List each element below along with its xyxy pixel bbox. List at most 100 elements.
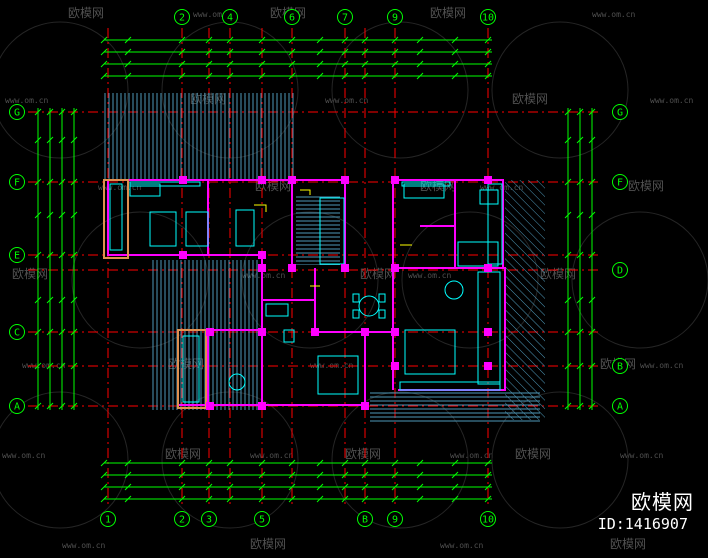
window-balcony-1 — [109, 183, 123, 251]
axis-bubble-circle — [357, 511, 373, 527]
dim-tick — [58, 402, 66, 410]
axis-label: F — [14, 178, 20, 189]
dim-tick — [361, 48, 369, 56]
axis-bubble-circle — [254, 511, 270, 527]
dim-tick — [391, 72, 399, 80]
watermark-logo: 欧模网 — [540, 267, 576, 281]
dim-tick — [46, 296, 54, 304]
dim-tick — [70, 178, 78, 186]
window-right-3 — [487, 183, 503, 265]
balcony-north-west — [103, 179, 129, 259]
dim-tick — [226, 48, 234, 56]
axis-label: E — [14, 251, 20, 262]
column-marker — [341, 264, 349, 272]
chair-3 — [352, 309, 360, 319]
dim-tick — [416, 459, 424, 467]
dim-tick — [288, 48, 296, 56]
watermark-logo: 欧模网 — [628, 179, 664, 193]
column-marker — [361, 402, 369, 410]
dim-tick — [124, 483, 132, 491]
axis-bubble-circle — [174, 9, 190, 25]
column-marker — [258, 251, 266, 259]
axis-label: G — [617, 108, 623, 119]
dim-tick — [416, 495, 424, 503]
dim-tick — [341, 471, 349, 479]
axis-label: 9 — [392, 13, 398, 24]
column-marker — [258, 328, 266, 336]
dim-tick — [124, 459, 132, 467]
roof-hatch-right-strip — [505, 180, 545, 420]
window-balcony-2 — [182, 335, 200, 403]
dim-tick — [484, 72, 492, 80]
axis-bubble-circle — [9, 104, 25, 120]
chair-2 — [378, 293, 386, 303]
dim-tick — [34, 211, 42, 219]
watermark-logo: 欧模网 — [515, 447, 551, 461]
roof-hatch-top-left — [103, 93, 295, 179]
dim-tick — [484, 48, 492, 56]
dim-tick — [564, 402, 572, 410]
axis-label: 7 — [342, 13, 348, 24]
armchair-1 — [444, 280, 464, 300]
axis-label: 5 — [259, 515, 265, 526]
dim-tick — [100, 36, 108, 44]
door-swings — [254, 189, 412, 287]
dim-tick — [391, 483, 399, 491]
column-marker — [179, 251, 187, 259]
dim-tick — [58, 136, 66, 144]
axis-bubble-circle — [222, 9, 238, 25]
axis-label: F — [617, 178, 623, 189]
axis-bubble-circle — [480, 511, 496, 527]
watermark-url: www.om.cn — [2, 451, 46, 460]
watermark-url: www.om.cn — [640, 361, 684, 370]
column-marker — [391, 362, 399, 370]
dim-tick — [316, 483, 324, 491]
column-marker — [206, 402, 214, 410]
axis-label: 2 — [179, 13, 185, 24]
dim-tick — [34, 328, 42, 336]
dim-tick — [391, 36, 399, 44]
axis-label: D — [617, 266, 623, 277]
dining-table — [358, 295, 380, 317]
dim-tick — [178, 48, 186, 56]
dim-tick — [391, 495, 399, 503]
column-marker — [206, 328, 214, 336]
dim-tick — [205, 60, 213, 68]
dim-tick — [258, 483, 266, 491]
dim-tick — [124, 471, 132, 479]
axis-label: 10 — [482, 515, 494, 526]
watermark-logo: 欧模网 — [345, 447, 381, 461]
balcony-south-west — [177, 329, 207, 409]
watermark-logo: 欧模网 — [68, 6, 104, 20]
dim-tick — [391, 471, 399, 479]
dim-tick — [178, 36, 186, 44]
dim-tick — [226, 36, 234, 44]
axis-bubble-circle — [612, 104, 628, 120]
axis-bubble-circle — [337, 9, 353, 25]
axis-label: 10 — [482, 13, 494, 24]
dim-tick — [564, 108, 572, 116]
dim-tick — [451, 483, 459, 491]
column-marker — [391, 176, 399, 184]
dim-tick — [361, 36, 369, 44]
dim-tick — [70, 108, 78, 116]
dim-tick — [226, 459, 234, 467]
dim-tick — [124, 60, 132, 68]
dim-tick — [58, 108, 66, 116]
column-marker — [288, 264, 296, 272]
dim-tick — [58, 211, 66, 219]
watermark-logo: 欧模网 — [430, 6, 466, 20]
door-swing-2 — [300, 189, 311, 195]
watermark-url: www.om.cn — [440, 541, 484, 550]
dim-tick — [226, 483, 234, 491]
dim-tick — [178, 72, 186, 80]
watermark-url: www.om.cn — [325, 96, 369, 105]
watermark-url: www.om.cn — [650, 96, 694, 105]
dim-tick — [391, 48, 399, 56]
toilet-1 — [283, 329, 295, 343]
watermark-circle — [571, 211, 708, 349]
dim-tick — [316, 495, 324, 503]
dim-tick — [70, 296, 78, 304]
dim-tick — [288, 72, 296, 80]
